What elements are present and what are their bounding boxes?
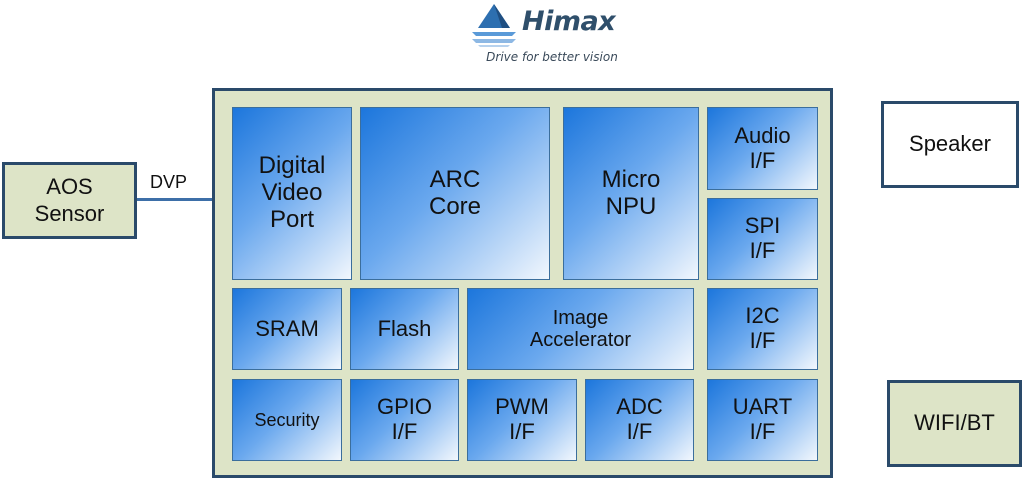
arc-block-line1: ARC — [429, 165, 481, 193]
gpio-block-line1: GPIO — [376, 394, 432, 420]
spi-block-line2: I/F — [749, 238, 776, 263]
aos-sensor-line2: Sensor — [34, 200, 105, 226]
arc-core-block: ARC Core — [360, 107, 550, 280]
security-block: Security — [232, 379, 342, 461]
speaker-label: Speaker — [909, 131, 991, 157]
spi-if-block: SPI I/F — [707, 198, 818, 280]
soc-chip-outline: Digital Video Port ARC Core Micro NPU Au… — [212, 88, 833, 478]
speaker-box: Speaker — [881, 101, 1019, 188]
gpio-if-block: GPIO I/F — [350, 379, 459, 461]
sram-label: SRAM — [255, 315, 319, 341]
dvp-block-line1: Digital — [258, 152, 326, 180]
gpio-block-line2: I/F — [391, 419, 418, 444]
audio-block-line2: I/F — [749, 147, 776, 173]
flash-label: Flash — [377, 315, 432, 341]
wifi-bt-box: WIFI/BT — [887, 380, 1022, 467]
npu-block-line1: Micro — [601, 165, 661, 193]
pwm-block-line2: I/F — [509, 419, 535, 444]
audio-if-block: Audio I/F — [707, 107, 818, 190]
img-block-line1: Image — [552, 306, 609, 329]
micro-npu-block: Micro NPU — [563, 107, 699, 280]
dvp-block-line3: Port — [269, 205, 314, 233]
dvp-block-line2: Video — [261, 179, 323, 207]
uart-if-block: UART I/F — [707, 379, 818, 461]
adc-block-line1: ADC — [616, 394, 663, 420]
image-accelerator-block: Image Accelerator — [467, 288, 694, 370]
aos-sensor-line1: AOS — [46, 174, 93, 200]
spi-block-line1: SPI — [744, 213, 781, 239]
pwm-if-block: PWM I/F — [467, 379, 577, 461]
pwm-block-line1: PWM — [495, 394, 549, 420]
himax-logo-icon — [472, 4, 516, 47]
arc-block-line2: Core — [428, 192, 482, 220]
dvp-connection-line — [137, 198, 214, 201]
logo-brand: Himax — [522, 6, 616, 37]
uart-block-line1: UART — [732, 394, 793, 420]
dvp-link-label: DVP — [150, 172, 188, 192]
i2c-if-block: I2C I/F — [707, 288, 818, 370]
sram-block: SRAM — [232, 288, 342, 370]
audio-block-line1: Audio — [734, 122, 791, 148]
img-block-line2: Accelerator — [529, 329, 632, 351]
adc-if-block: ADC I/F — [585, 379, 694, 461]
digital-video-port-block: Digital Video Port — [232, 107, 352, 280]
flash-block: Flash — [350, 288, 459, 370]
aos-sensor-box: AOS Sensor — [2, 162, 137, 239]
i2c-block-line2: I/F — [749, 328, 776, 353]
wifi-bt-label: WIFI/BT — [914, 410, 995, 436]
logo-tagline: Drive for better vision — [486, 50, 618, 64]
security-label: Security — [254, 409, 320, 430]
npu-block-line2: NPU — [605, 192, 657, 220]
adc-block-line2: I/F — [626, 419, 653, 444]
himax-logo: Himax Drive for better vision — [462, 2, 637, 70]
uart-block-line2: I/F — [749, 419, 776, 444]
i2c-block-line1: I2C — [745, 303, 780, 329]
